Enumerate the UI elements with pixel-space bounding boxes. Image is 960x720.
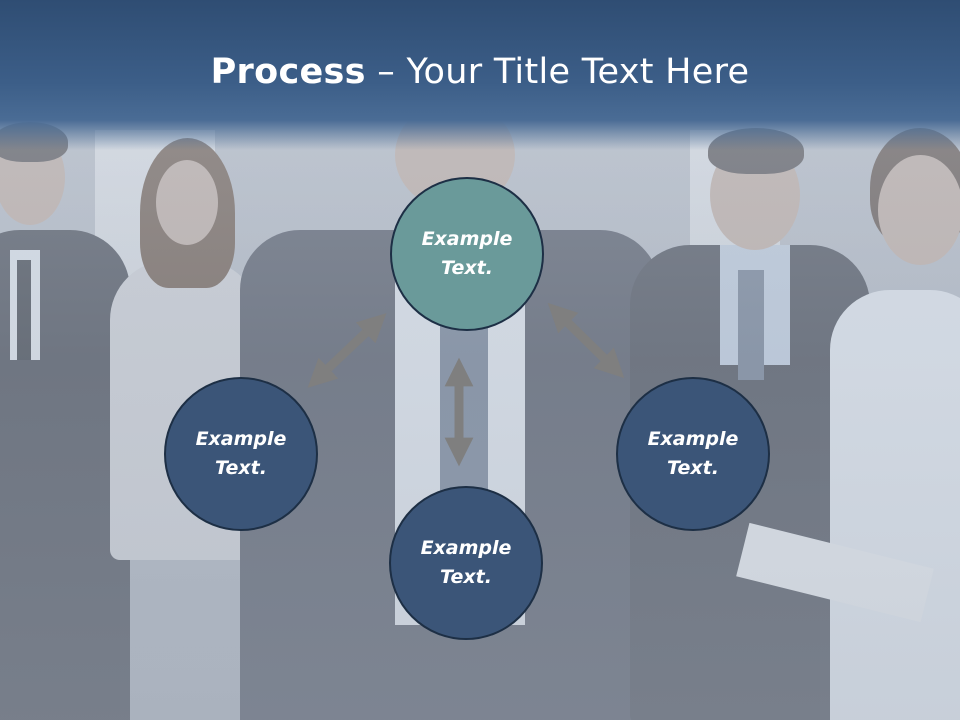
node-bottom-line2: Text. (440, 566, 492, 588)
node-left-line1: Example (195, 428, 287, 450)
slide-title: Process – Your Title Text Here (0, 52, 960, 92)
node-top-line2: Text. (441, 257, 493, 279)
node-right-line1: Example (647, 428, 739, 450)
node-left-line2: Text. (215, 457, 267, 479)
title-band (0, 0, 960, 150)
node-bottom-line1: Example (420, 537, 512, 559)
node-right-line2: Text. (667, 457, 719, 479)
slide-title-bold: Process (210, 52, 366, 92)
node-top-line1: Example (421, 228, 513, 250)
slide-title-rest: – Your Title Text Here (365, 52, 750, 92)
arrow-top-left (307, 313, 387, 388)
arrow-top-right (547, 302, 625, 379)
